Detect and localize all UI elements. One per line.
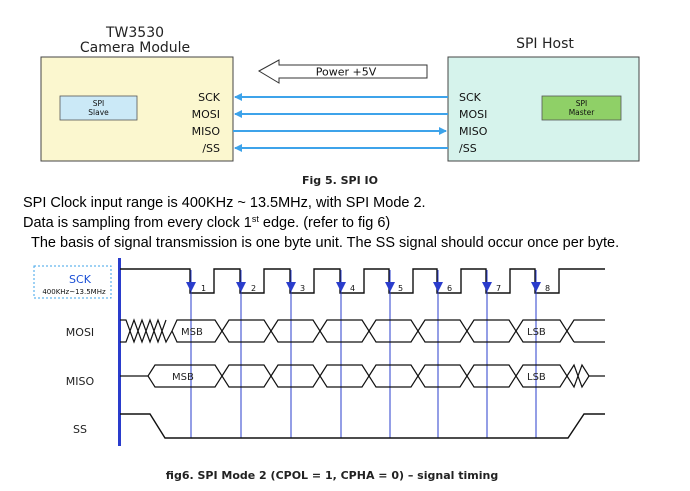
power-arrow bbox=[257, 59, 428, 84]
fig5-caption: Fig 5. SPI IO bbox=[302, 174, 378, 187]
edge-number-5: 5 bbox=[398, 284, 403, 293]
mosi-label: MOSI bbox=[66, 326, 94, 339]
edge-arrow-8 bbox=[531, 282, 541, 292]
edge-number-1: 1 bbox=[201, 284, 206, 293]
camera-title-line2: Camera Module bbox=[80, 40, 190, 56]
edge-arrow-1 bbox=[186, 282, 196, 292]
edge-numbers: 1 2 3 4 5 6 7 8 bbox=[201, 284, 550, 293]
description-text: SPI Clock input range is 400KHz ~ 13.5MH… bbox=[23, 195, 619, 251]
edge-arrow-6 bbox=[433, 282, 443, 292]
edge-arrow-7 bbox=[482, 282, 492, 292]
edge-number-3: 3 bbox=[300, 284, 305, 293]
text-line-3: The basis of signal transmission is one … bbox=[31, 235, 619, 251]
ss-waveform bbox=[120, 413, 605, 439]
text-line-1: SPI Clock input range is 400KHz ~ 13.5MH… bbox=[23, 195, 426, 211]
edge-number-8: 8 bbox=[545, 284, 550, 293]
text-line-2: Data is sampling from every clock 1st ed… bbox=[23, 214, 390, 231]
spi-master-label-2: Master bbox=[569, 108, 596, 117]
text-line-2-post: edge. (refer to fig 6) bbox=[259, 215, 390, 231]
edge-arrow-5 bbox=[385, 282, 395, 292]
camera-pin-mosi: MOSI bbox=[192, 108, 220, 121]
sck-waveform bbox=[120, 268, 605, 294]
host-pin-ss: /SS bbox=[459, 142, 477, 155]
mosi-msb-label: MSB bbox=[181, 327, 203, 338]
fig6-caption: fig6. SPI Mode 2 (CPOL = 1, CPHA = 0) – … bbox=[166, 469, 498, 482]
fig6: SCK 400KHz~13.5MHz MOSI MISO SS bbox=[33, 258, 605, 482]
camera-title-line1: TW3530 bbox=[105, 25, 164, 41]
sck-label-box bbox=[33, 265, 112, 299]
ss-label: SS bbox=[73, 423, 87, 436]
spi-slave-label-2: Slave bbox=[88, 108, 109, 117]
miso-label: MISO bbox=[66, 375, 95, 388]
camera-pin-ss: /SS bbox=[202, 142, 220, 155]
text-line-2-sup: st bbox=[252, 214, 260, 224]
spi-master-label-1: SPI bbox=[576, 99, 588, 108]
host-title: SPI Host bbox=[516, 36, 574, 52]
edge-number-4: 4 bbox=[350, 284, 355, 293]
spi-slave-label-1: SPI bbox=[93, 99, 105, 108]
camera-pin-miso: MISO bbox=[192, 125, 221, 138]
miso-waveform bbox=[120, 363, 605, 389]
edge-number-7: 7 bbox=[496, 284, 501, 293]
camera-pin-sck: SCK bbox=[198, 91, 221, 104]
mosi-lsb-label: LSB bbox=[527, 327, 546, 338]
fig5: TW3530 Camera Module SPI Host SPI Slave … bbox=[40, 25, 640, 187]
edge-arrow-3 bbox=[286, 282, 296, 292]
host-pin-miso: MISO bbox=[459, 125, 488, 138]
host-pin-mosi: MOSI bbox=[459, 108, 487, 121]
spi-slave-box bbox=[59, 95, 138, 121]
edge-arrow-2 bbox=[236, 282, 246, 292]
power-label: Power +5V bbox=[316, 66, 377, 79]
edge-arrow-4 bbox=[336, 282, 346, 292]
miso-msb-label: MSB bbox=[172, 372, 194, 383]
edge-arrows bbox=[186, 282, 541, 292]
text-line-2-pre: Data is sampling from every clock 1 bbox=[23, 215, 252, 231]
host-pin-sck: SCK bbox=[459, 91, 482, 104]
miso-lsb-label: LSB bbox=[527, 372, 546, 383]
edge-number-6: 6 bbox=[447, 284, 452, 293]
sck-label: SCK bbox=[69, 273, 92, 286]
sck-range-label: 400KHz~13.5MHz bbox=[42, 288, 106, 296]
mosi-waveform bbox=[120, 318, 605, 344]
edge-number-2: 2 bbox=[251, 284, 256, 293]
spi-master-box bbox=[541, 95, 622, 121]
edge-lines bbox=[190, 270, 537, 438]
